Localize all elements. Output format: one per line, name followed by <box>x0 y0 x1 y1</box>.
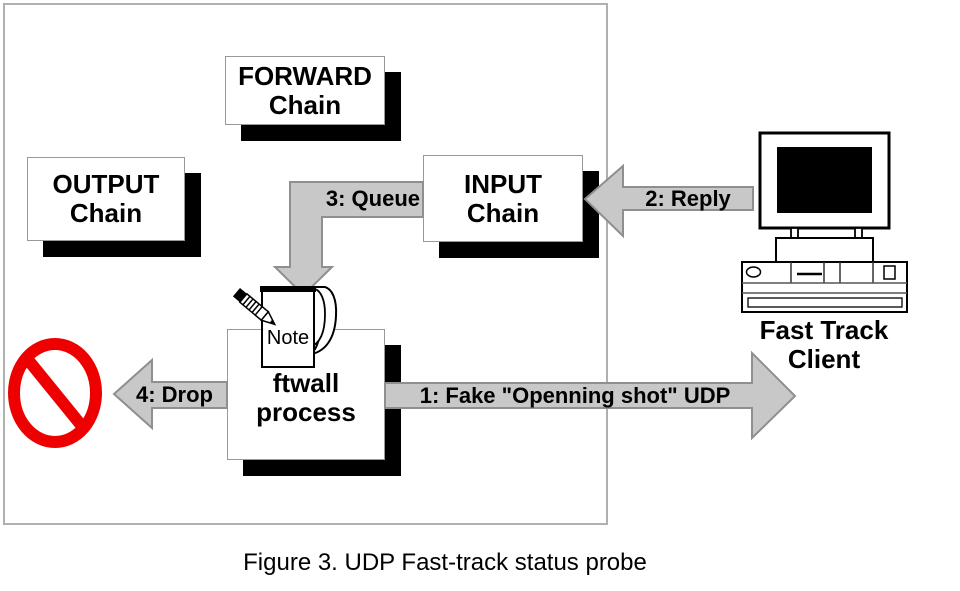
computer-base <box>741 261 908 313</box>
input-chain-box: INPUT Chain <box>423 155 583 242</box>
monitor-frame <box>758 131 891 230</box>
reply-arrow-label: 2: Reply <box>645 186 731 211</box>
forward-chain-box: FORWARD Chain <box>225 56 385 125</box>
queue-arrow-label: 3: Queue <box>325 186 420 211</box>
output-chain-label-line1: OUTPUT <box>52 169 160 199</box>
forward-chain-label-line2: Chain <box>268 89 342 120</box>
forward-chain-label-line1: FORWARD <box>238 60 372 91</box>
fake-udp-arrow-label: 1: Fake "Openning shot" UDP <box>419 383 731 408</box>
monitor-pedestal <box>775 237 874 263</box>
figure-caption: Figure 3. UDP Fast-track status probe <box>243 549 647 576</box>
input-chain-label-line1: INPUT <box>464 168 542 199</box>
output-chain-label-line2: Chain <box>69 198 143 228</box>
note-icon-label: Note <box>266 327 310 349</box>
input-chain-label-line2: Chain <box>466 197 540 228</box>
client-label: Fast Track Client <box>744 316 904 374</box>
drop-arrow-label: 4: Drop <box>136 382 213 407</box>
monitor-screen <box>777 147 872 213</box>
power-button <box>745 266 762 278</box>
client-label-line1: Fast Track <box>759 315 889 345</box>
ftwall-label-line2: process <box>256 397 356 427</box>
client-computer-icon <box>741 131 908 313</box>
base-vent-slot <box>747 297 903 308</box>
client-label-line2: Client <box>787 344 861 374</box>
output-chain-box: OUTPUT Chain <box>27 157 185 241</box>
ftwall-label-line1: ftwall <box>272 368 340 398</box>
